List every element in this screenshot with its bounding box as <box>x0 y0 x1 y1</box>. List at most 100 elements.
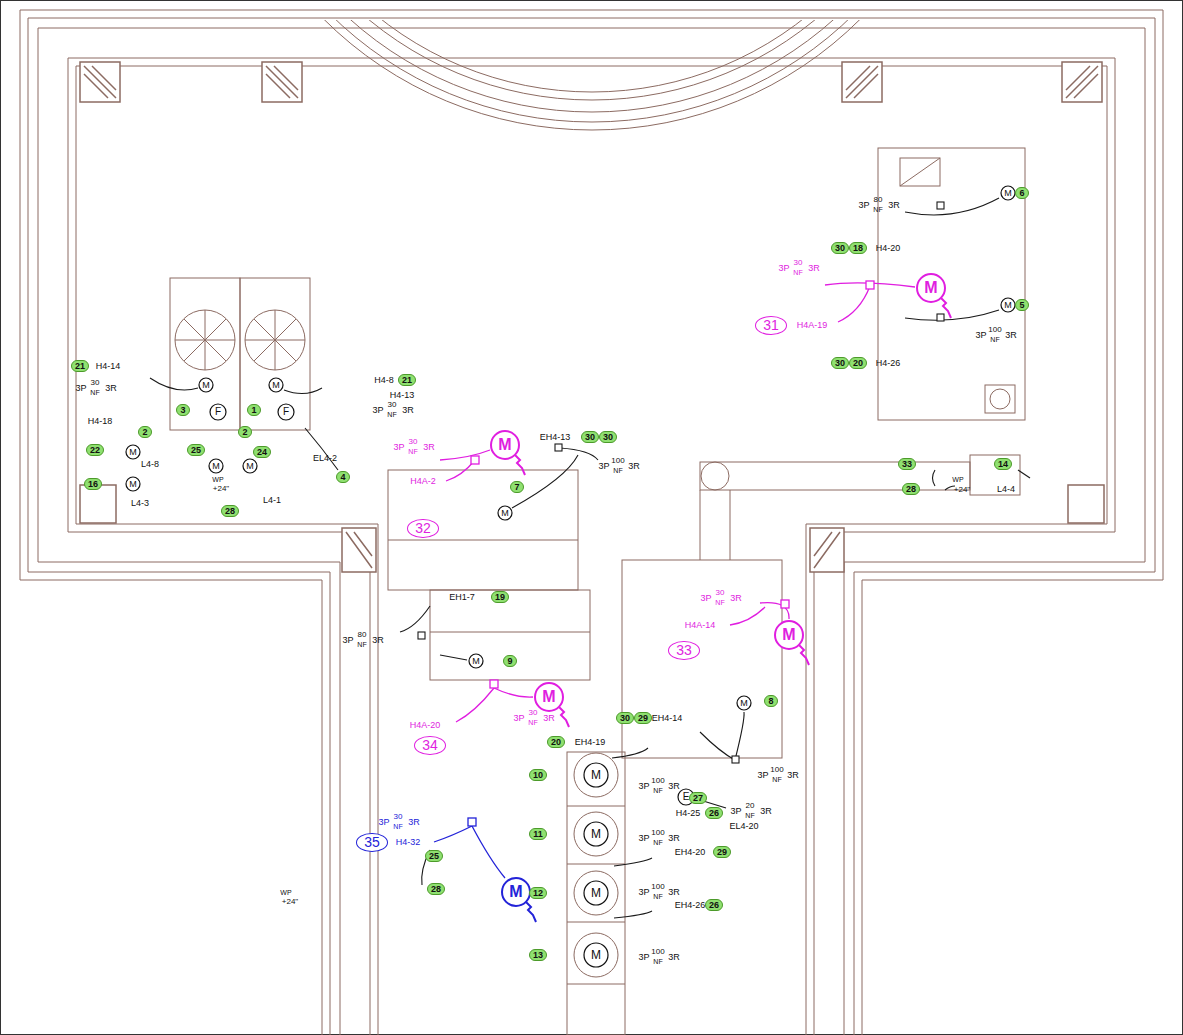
callout-number: 25 <box>425 850 443 862</box>
circuit-label: H4-18 <box>88 417 113 426</box>
breaker-type: NF <box>745 812 754 819</box>
breaker-rating: 100 <box>651 829 664 837</box>
new-wire <box>494 688 533 697</box>
stair-hatch <box>346 532 372 568</box>
callout-text: 5 <box>1019 300 1024 310</box>
air-handler <box>878 148 1025 420</box>
parapet-line <box>38 28 1145 1035</box>
breaker-rating: 30 <box>529 709 538 717</box>
equipment-symbol <box>199 378 213 392</box>
circuit-label: L4-1 <box>263 496 281 505</box>
breaker-pole: 3P <box>700 594 711 603</box>
circuit-label: EH4-19 <box>575 738 606 747</box>
callout-text: 9 <box>507 656 512 666</box>
callout-text: 7 <box>514 482 519 492</box>
callout-text: 12 <box>533 888 543 898</box>
callout-text: 28 <box>431 884 441 894</box>
callout-text: 14 <box>998 459 1008 469</box>
stair-hatch <box>814 532 840 568</box>
circuit-label: EH4-13 <box>540 433 571 442</box>
callout-number: 20 <box>547 736 565 748</box>
symbol-letter: M <box>129 480 137 489</box>
callout-number: 2 <box>138 426 151 438</box>
breaker-type: NF <box>873 206 882 213</box>
callout-text: 19 <box>495 592 505 602</box>
stair <box>1068 485 1104 523</box>
breaker-enclosure: 3R <box>760 807 772 816</box>
callout-text: 20 <box>853 358 863 368</box>
roof-edge <box>76 66 1107 1035</box>
callout-text: 30 <box>603 432 613 442</box>
wire <box>560 448 598 460</box>
pump-skid <box>567 752 625 1035</box>
circuit-label: H4-25 <box>676 809 701 818</box>
breaker-enclosure: 3R <box>808 264 820 273</box>
disconnect <box>732 756 739 763</box>
symbol-letter: M <box>740 699 748 708</box>
curved-roof <box>300 20 885 130</box>
callout-text: 13 <box>533 950 543 960</box>
breaker-rating: 20 <box>746 802 755 810</box>
callout-text: 29 <box>638 713 648 723</box>
breaker-enclosure: 3R <box>423 443 435 452</box>
breaker-rating: 100 <box>651 883 664 891</box>
breaker-type: NF <box>408 448 417 455</box>
breaker-rating: 100 <box>651 948 664 956</box>
parapet-line <box>28 18 1155 1035</box>
keynote-circle: 31 <box>755 316 787 335</box>
equipment-symbol <box>498 506 512 520</box>
callout-text: 27 <box>693 793 703 803</box>
stair-hatch <box>266 66 298 98</box>
equipment-symbol <box>584 943 608 967</box>
callout-text: 30 <box>835 358 845 368</box>
stair <box>1062 62 1102 102</box>
symbol-letter: M <box>542 689 555 705</box>
symbol-letter: F <box>283 407 289 417</box>
equipment-symbol <box>775 621 803 649</box>
circuit-label: H4A-19 <box>797 321 828 330</box>
symbol-letter: M <box>501 509 509 518</box>
parapet-line <box>20 10 1163 1035</box>
breaker-enclosure: 3R <box>668 953 680 962</box>
callout-number: 10 <box>529 769 547 781</box>
breaker-rating: 100 <box>611 457 624 465</box>
breaker-type: NF <box>653 893 662 900</box>
wire <box>612 748 648 758</box>
wire <box>933 470 956 490</box>
symbol-letter: M <box>202 381 210 390</box>
callout-number: 26 <box>705 807 723 819</box>
callout-text: 6 <box>1019 188 1024 198</box>
breaker-type: NF <box>793 269 802 276</box>
breaker-rating: 100 <box>770 766 783 774</box>
callout-number: 14 <box>994 458 1012 470</box>
wire <box>305 428 338 470</box>
stair-hatch <box>84 66 116 98</box>
callout-text: 21 <box>402 375 412 385</box>
circuit-label: +24" <box>213 485 229 493</box>
callout-number: 16 <box>84 478 102 490</box>
equipment-symbol <box>491 431 519 459</box>
wire <box>284 388 322 394</box>
new-wire <box>434 826 472 842</box>
breaker-pole: 3P <box>757 771 768 780</box>
circuit-label: EL4-20 <box>729 822 758 831</box>
new-wire <box>440 450 490 460</box>
duct-part <box>970 455 1020 495</box>
pump <box>574 812 618 856</box>
callout-text: 30 <box>835 243 845 253</box>
breaker-pole: 3P <box>638 953 649 962</box>
new-wire <box>838 286 870 322</box>
breaker-enclosure: 3R <box>668 888 680 897</box>
curved-roof-line <box>300 20 885 112</box>
circuit-label: EH4-14 <box>652 714 683 723</box>
breaker-rating: 100 <box>651 777 664 785</box>
roof-edge <box>68 58 1115 1035</box>
callout-text: 30 <box>585 432 595 442</box>
breaker-enclosure: 3R <box>1005 331 1017 340</box>
callout-text: 8 <box>768 696 773 706</box>
breaker-pole: 3P <box>598 462 609 471</box>
rooftop-unit <box>388 470 578 590</box>
callout-text: 20 <box>551 737 561 747</box>
